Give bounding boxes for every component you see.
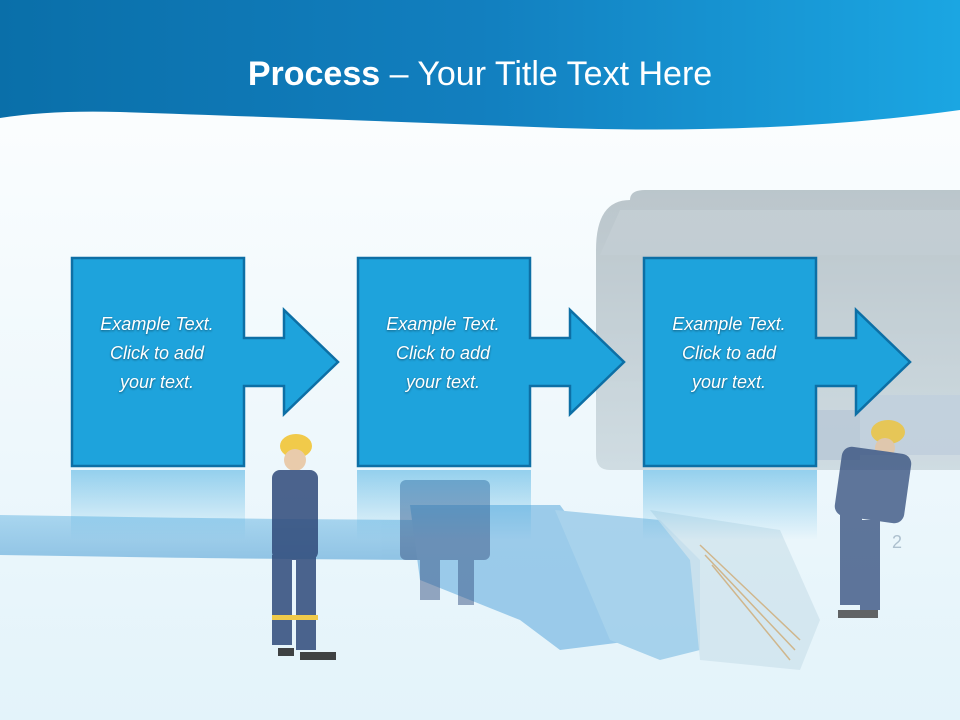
step-reflection bbox=[643, 470, 817, 540]
step-text: Example Text. Click to add your text. bbox=[358, 310, 528, 397]
title-bold: Process bbox=[247, 55, 381, 93]
step-text-line: Click to add bbox=[109, 343, 205, 363]
step-text-line: Example Text. bbox=[100, 314, 214, 334]
step-text-line: Example Text. bbox=[672, 314, 786, 334]
arrow-right-icon bbox=[356, 256, 626, 468]
title-rest: Your Title Text Here bbox=[417, 55, 713, 93]
title-dash: – bbox=[380, 55, 418, 93]
process-step-1[interactable]: Example Text. Click to add your text. bbox=[70, 256, 410, 468]
process-step-3[interactable]: Example Text. Click to add your text. bbox=[642, 256, 960, 468]
worker-figure-icon bbox=[400, 480, 490, 605]
worker-figure-icon bbox=[834, 420, 912, 618]
svg-text:2: 2 bbox=[892, 532, 902, 552]
step-text-line: Example Text. bbox=[386, 314, 500, 334]
step-text-line: your text. bbox=[119, 372, 195, 392]
worker-figure-icon bbox=[272, 434, 336, 660]
header-band bbox=[0, 0, 960, 130]
step-reflection bbox=[357, 470, 531, 540]
step-reflection bbox=[71, 470, 245, 540]
step-text-line: Click to add bbox=[681, 343, 777, 363]
step-text: Example Text. Click to add your text. bbox=[644, 310, 814, 397]
step-text-line: Click to add bbox=[395, 343, 491, 363]
step-text: Example Text. Click to add your text. bbox=[72, 310, 242, 397]
step-text-line: your text. bbox=[691, 372, 767, 392]
page-title[interactable]: Process – Your Title Text Here bbox=[0, 52, 960, 96]
process-step-2[interactable]: Example Text. Click to add your text. bbox=[356, 256, 696, 468]
arrow-right-icon bbox=[70, 256, 340, 468]
step-text-line: your text. bbox=[405, 372, 481, 392]
arrow-right-icon bbox=[642, 256, 912, 468]
